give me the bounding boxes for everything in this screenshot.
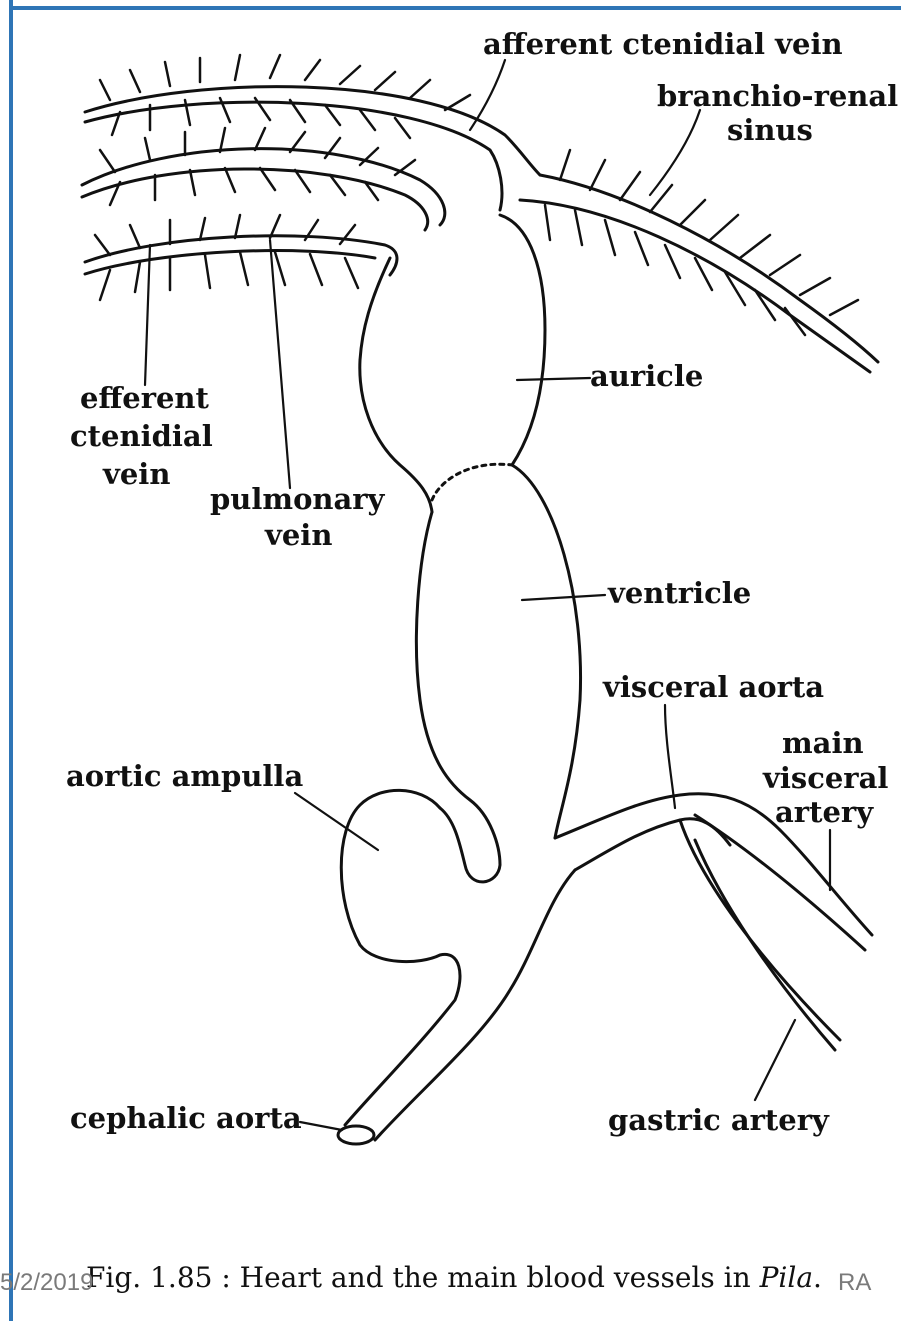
caption-italic: Pila — [759, 1261, 813, 1294]
label-gastric-artery: gastric artery — [608, 1103, 830, 1137]
label-pulmonary-1: pulmonary — [210, 482, 386, 516]
figure-caption: Fig. 1.85 : Heart and the main blood ves… — [86, 1261, 822, 1294]
footer-date: 5/2/2019 — [0, 1269, 93, 1296]
branchio-renal-sinus-shape — [540, 175, 878, 362]
cephalic-aorta-opening — [338, 1126, 374, 1144]
gastric-artery-shape-inner — [695, 840, 835, 1050]
label-pulmonary-2: vein — [264, 518, 332, 552]
pulmonary-vein-shape — [360, 258, 432, 512]
label-branchio-renal-1: branchio-renal — [657, 79, 898, 113]
label-main-visceral-3: artery — [775, 795, 874, 829]
efferent-ctenidial-vein-shape — [82, 149, 445, 225]
label-main-visceral-1: main — [782, 726, 864, 760]
label-main-visceral-2: visceral — [762, 761, 888, 795]
label-ventricle: ventricle — [607, 576, 751, 610]
caption-prefix: Fig. 1.85 : Heart and the main blood ves… — [86, 1261, 760, 1294]
afferent-ctenidial-vein-shape-inner — [85, 102, 502, 210]
label-afferent-ctenidial-vein: afferent ctenidial vein — [483, 27, 843, 61]
efferent-ctenidial-vein-shape-inner — [82, 169, 428, 230]
main-visceral-artery-shape — [780, 830, 872, 935]
label-efferent-3: vein — [102, 457, 170, 491]
visceral-aorta-shape — [555, 794, 780, 838]
footer-author: RA — [838, 1269, 871, 1296]
label-cephalic-aorta: cephalic aorta — [70, 1101, 302, 1135]
gastric-artery-shape — [680, 820, 840, 1040]
ventricle-shape — [416, 465, 580, 882]
label-branchio-renal-2: sinus — [727, 113, 813, 147]
cephalic-aorta-shape — [375, 870, 575, 1140]
label-visceral-aorta: visceral aorta — [602, 670, 824, 704]
caption-suffix: . — [813, 1261, 822, 1294]
label-efferent-1: efferent — [80, 381, 210, 415]
aortic-ampulla-shape — [341, 790, 460, 1125]
label-auricle: auricle — [590, 359, 703, 393]
lower-ctenidial-branch-inner — [85, 251, 375, 274]
av-boundary — [432, 464, 512, 500]
label-efferent-2: ctenidial — [70, 419, 213, 453]
label-aortic-ampulla: aortic ampulla — [66, 759, 303, 793]
auricle-shape — [500, 215, 545, 465]
